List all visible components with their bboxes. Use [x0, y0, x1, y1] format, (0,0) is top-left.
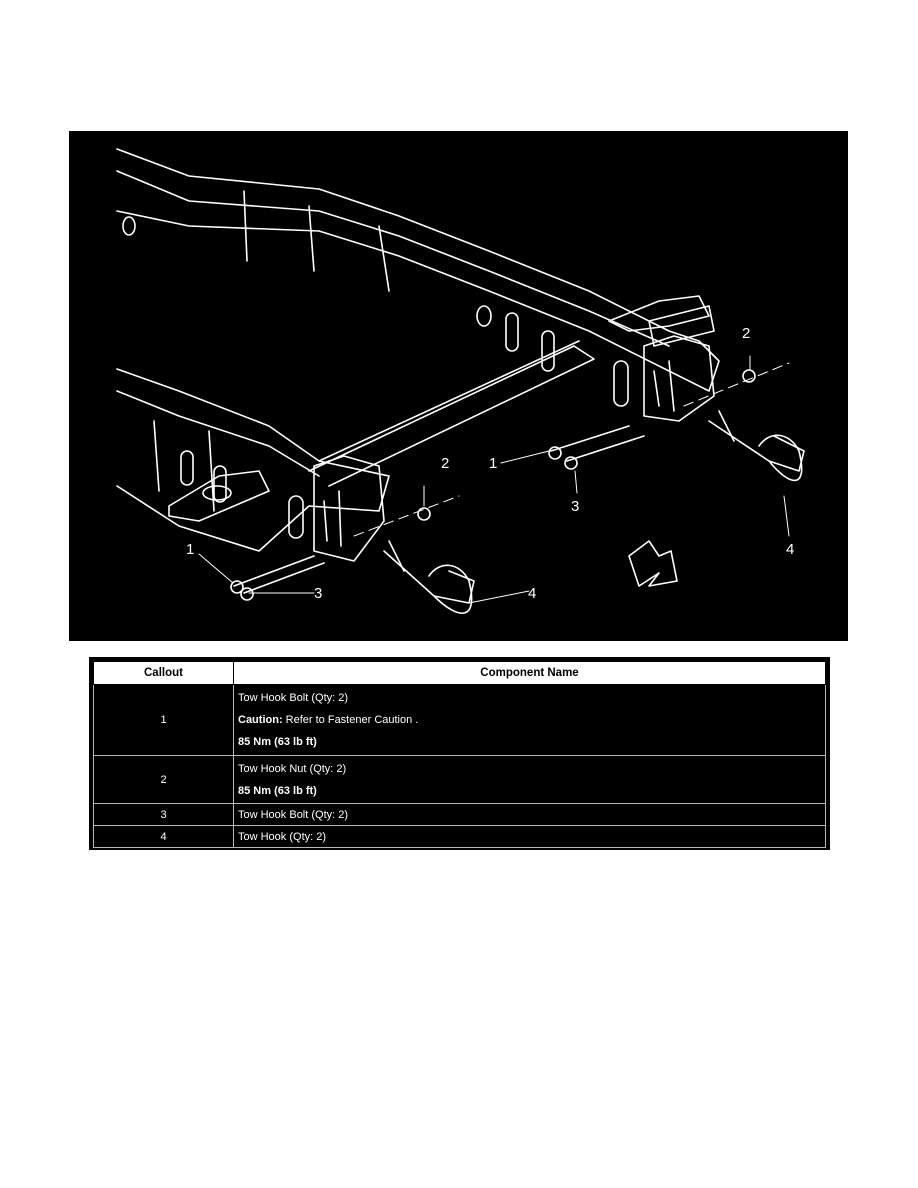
component-cell: Tow Hook (Qty: 2) [233, 825, 826, 848]
callout-label: 4 [528, 585, 536, 602]
caution-line: Caution: Refer to Fastener Caution . [238, 713, 821, 727]
crossmember [308, 345, 595, 487]
torque-spec: 85 Nm (63 lb ft) [238, 784, 317, 797]
table-row: 2 Tow Hook Nut (Qty: 2) 85 Nm (63 lb ft) [93, 755, 826, 804]
callout-label: 4 [786, 541, 794, 558]
caution-label: Caution: [238, 714, 283, 726]
callout-label: 1 [489, 455, 497, 472]
right-tow-hook [708, 420, 805, 482]
left-tow-hook [383, 550, 475, 614]
component-table: Callout Component Name 1 Tow Hook Bolt (… [93, 661, 826, 848]
component-line: Tow Hook Bolt (Qty: 2) [238, 808, 349, 821]
callout-cell: 1 [93, 684, 234, 756]
component-name-header: Component Name [233, 661, 826, 685]
table-row: 1 Tow Hook Bolt (Qty: 2) Caution: Refer … [93, 684, 826, 756]
component-table-container: Callout Component Name 1 Tow Hook Bolt (… [89, 657, 830, 850]
caution-text: Refer to Fastener Caution . [282, 714, 419, 726]
component-cell: Tow Hook Bolt (Qty: 2) [233, 803, 826, 826]
table-header-row: Callout Component Name [93, 661, 826, 685]
component-line: Tow Hook Bolt (Qty: 2) [238, 692, 349, 704]
table-row: 4 Tow Hook (Qty: 2) [93, 825, 826, 848]
component-cell: Tow Hook Nut (Qty: 2) 85 Nm (63 lb ft) [233, 755, 826, 804]
callout-cell: 3 [93, 803, 234, 826]
component-line: Tow Hook (Qty: 2) [238, 830, 327, 843]
callout-cell: 4 [93, 825, 234, 848]
tow-hook-illustration: 1 2 3 4 1 2 3 4 [69, 131, 848, 641]
callout-label: 3 [314, 585, 322, 602]
frame-diagram: 1 2 3 4 1 2 3 4 [116, 148, 805, 614]
lower-frame-rail [116, 368, 390, 552]
callout-header: Callout [93, 661, 234, 685]
upper-frame-rail [116, 148, 720, 392]
torque-spec: 85 Nm (63 lb ft) [238, 736, 317, 748]
table-row: 3 Tow Hook Bolt (Qty: 2) [93, 803, 826, 826]
component-cell: Tow Hook Bolt (Qty: 2) Caution: Refer to… [233, 684, 826, 756]
callout-label: 3 [571, 498, 579, 515]
callout-label: 2 [441, 455, 449, 472]
component-line: Tow Hook Nut (Qty: 2) [238, 762, 347, 775]
callout-label: 1 [186, 541, 194, 558]
callout-cell: 2 [93, 755, 234, 804]
callout-label: 2 [742, 325, 750, 342]
